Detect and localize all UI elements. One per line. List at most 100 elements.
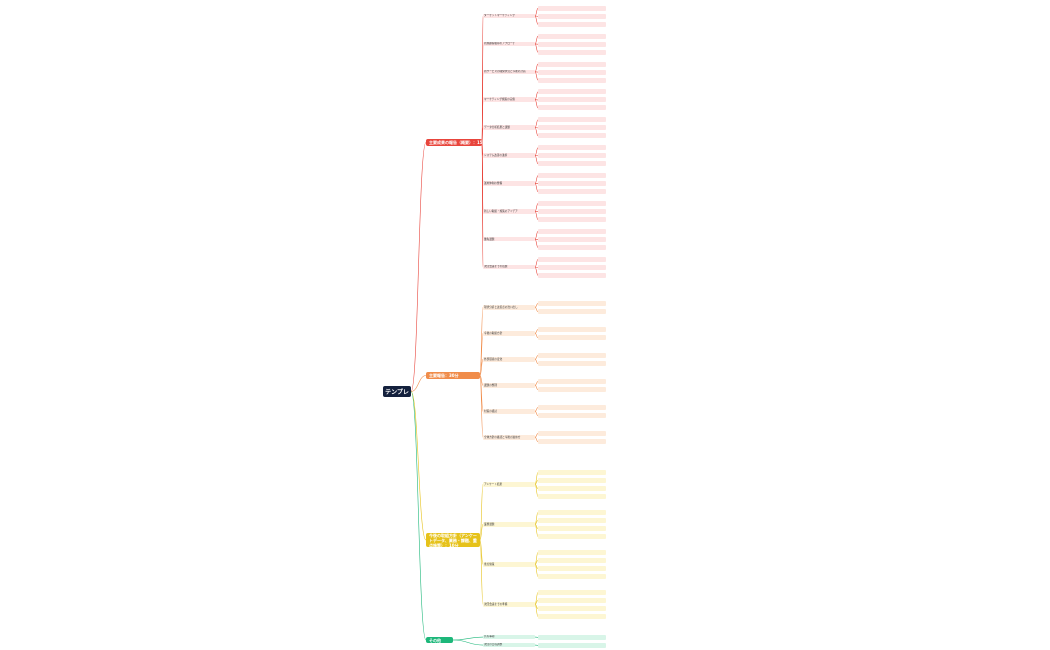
detail-leaf[interactable] <box>538 558 606 563</box>
detail-leaf[interactable] <box>538 431 606 437</box>
detail-leaf[interactable] <box>538 272 606 278</box>
detail-leaf[interactable] <box>538 606 606 611</box>
detail-leaf[interactable] <box>538 117 606 123</box>
branch-node[interactable]: 新規顧客獲得のアプローチ <box>483 41 535 47</box>
detail-leaf[interactable] <box>538 574 606 579</box>
detail-leaf[interactable] <box>538 550 606 555</box>
branch-node[interactable]: 今後の取組方針 <box>483 331 535 336</box>
detail-leaf[interactable] <box>538 173 606 179</box>
detail-leaf[interactable] <box>538 145 606 151</box>
detail-leaf[interactable] <box>538 590 606 595</box>
connector-line <box>479 523 484 541</box>
connector-line <box>534 333 539 338</box>
detail-leaf[interactable] <box>538 486 606 491</box>
detail-leaf[interactable] <box>538 77 606 83</box>
connector-line <box>479 483 484 541</box>
detail-leaf[interactable] <box>538 89 606 95</box>
branch-node[interactable]: 新しい取組・施策のアイデア <box>483 209 535 214</box>
detail-leaf[interactable] <box>538 379 606 385</box>
detail-leaf[interactable] <box>538 510 606 515</box>
branch-node[interactable]: 対策の検討 <box>483 409 535 414</box>
detail-leaf[interactable] <box>538 405 606 411</box>
branch-node[interactable]: 課題の整理 <box>483 383 535 388</box>
detail-leaf[interactable] <box>538 49 606 55</box>
detail-leaf[interactable] <box>538 264 606 270</box>
detail-leaf[interactable] <box>538 309 606 315</box>
detail-leaf[interactable] <box>538 161 606 167</box>
detail-leaf[interactable] <box>538 361 606 367</box>
branch-node[interactable]: 重点施策 <box>483 562 535 567</box>
connector-line <box>479 333 484 376</box>
detail-leaf[interactable] <box>538 598 606 603</box>
detail-leaf[interactable] <box>538 494 606 499</box>
detail-leaf[interactable] <box>538 534 606 539</box>
branch-node[interactable]: 外部環境の変化 <box>483 357 535 362</box>
branch-node[interactable]: マーケティング施策の実施 <box>483 97 535 102</box>
detail-leaf[interactable] <box>538 301 606 307</box>
detail-leaf[interactable] <box>538 634 606 640</box>
detail-leaf[interactable] <box>538 518 606 523</box>
connector-line <box>479 539 484 605</box>
detail-leaf[interactable] <box>538 236 606 242</box>
detail-leaf[interactable] <box>538 181 606 187</box>
connector-line <box>479 375 484 438</box>
detail-leaf[interactable] <box>538 105 606 111</box>
detail-leaf[interactable] <box>538 201 606 207</box>
detail-leaf[interactable] <box>538 97 606 103</box>
branch-node[interactable]: データ分析結果と課題 <box>483 125 535 130</box>
branch-node[interactable]: 現状分析と改善点の洗い出し <box>483 305 535 310</box>
section-node-main-report[interactable]: 主要報告：30分 <box>426 372 480 379</box>
section-node-other[interactable]: その他 <box>426 637 453 643</box>
detail-leaf[interactable] <box>538 189 606 195</box>
branch-node[interactable]: ターゲットマーケティング <box>483 13 535 19</box>
detail-leaf[interactable] <box>538 353 606 359</box>
detail-leaf[interactable] <box>538 327 606 333</box>
detail-leaf[interactable] <box>538 642 606 648</box>
detail-leaf[interactable] <box>538 614 606 619</box>
detail-leaf[interactable] <box>538 33 606 39</box>
detail-leaf[interactable] <box>538 69 606 75</box>
detail-leaf[interactable] <box>538 526 606 531</box>
branch-node[interactable]: 全体方針の確認と今後の進め方 <box>483 435 535 440</box>
connector-line <box>534 43 539 53</box>
root-node[interactable]: テンプレ <box>383 386 411 397</box>
connector-line <box>410 391 427 641</box>
detail-leaf[interactable] <box>538 478 606 483</box>
branch-node[interactable]: 運用体制の整備 <box>483 181 535 186</box>
branch-node[interactable]: システム改善の進捗 <box>483 153 535 158</box>
branch-node[interactable]: アンケート結果 <box>483 482 535 487</box>
detail-leaf[interactable] <box>538 228 606 234</box>
detail-leaf[interactable] <box>538 21 606 27</box>
branch-node[interactable]: 次回会議までの宿題 <box>483 264 535 270</box>
branch-node[interactable]: 優先課題 <box>483 236 535 242</box>
detail-leaf[interactable] <box>538 209 606 215</box>
detail-leaf[interactable] <box>538 566 606 571</box>
connector-line <box>534 99 539 109</box>
detail-leaf[interactable] <box>538 256 606 262</box>
connector-line <box>534 307 539 312</box>
detail-leaf[interactable] <box>538 387 606 393</box>
connector-line <box>534 15 539 25</box>
detail-leaf[interactable] <box>538 13 606 19</box>
branch-node[interactable]: 業務課題 <box>483 522 535 527</box>
detail-leaf[interactable] <box>538 413 606 419</box>
detail-leaf[interactable] <box>538 5 606 11</box>
detail-leaf[interactable] <box>538 470 606 475</box>
section-node-summary[interactable]: 主要成果の報告（概要）：15分 <box>426 139 482 146</box>
detail-leaf[interactable] <box>538 217 606 223</box>
detail-leaf[interactable] <box>538 153 606 159</box>
detail-leaf[interactable] <box>538 41 606 47</box>
detail-leaf[interactable] <box>538 61 606 67</box>
detail-leaf[interactable] <box>538 133 606 139</box>
branch-node[interactable]: 共有事項 <box>483 634 535 640</box>
detail-leaf[interactable] <box>538 335 606 341</box>
branch-node[interactable]: 次回の日程調整 <box>483 642 535 648</box>
branch-node[interactable]: 新サービスの開発状況と今後の計画 <box>483 69 535 75</box>
branch-node[interactable]: 次回会議までの準備 <box>483 602 535 607</box>
detail-leaf[interactable] <box>538 439 606 445</box>
detail-leaf[interactable] <box>538 125 606 131</box>
section-node-future-policy[interactable]: 今後の取組方針（アンケートデータ、業務・課題、重点施策）：10分 <box>426 533 480 547</box>
detail-leaf[interactable] <box>538 244 606 250</box>
connector-line <box>479 359 484 376</box>
